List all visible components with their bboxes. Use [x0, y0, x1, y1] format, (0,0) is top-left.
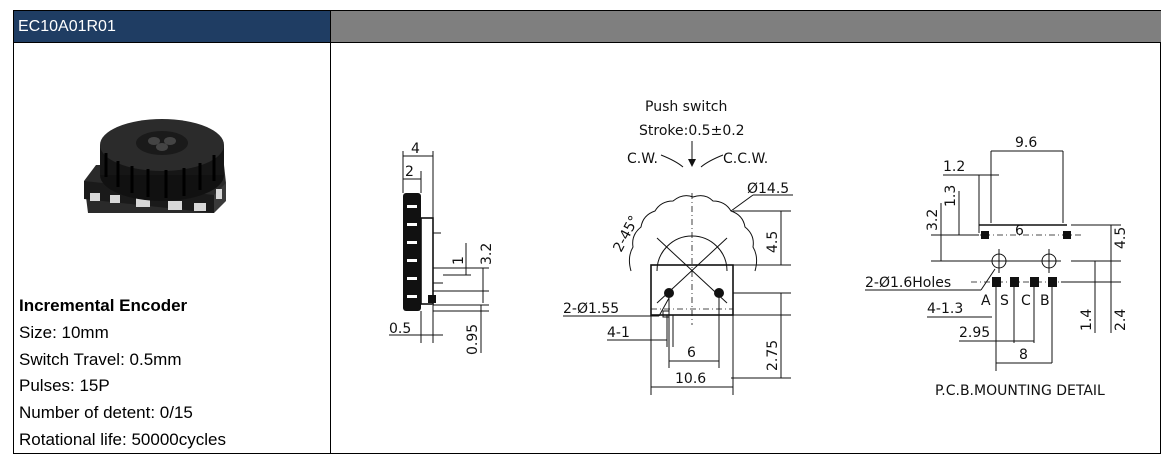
- pcb-dim-2-4: 2.4: [1113, 309, 1129, 331]
- front-view: Push switch Stroke:0.5±0.2 C.W. C.C.W.: [563, 99, 793, 395]
- pcb-dim-9-6: 9.6: [1015, 135, 1037, 151]
- front-dim-4-1: 4-1: [607, 325, 630, 341]
- technical-drawing: 4 2 1 3.2 0.5 0.95: [389, 99, 1129, 399]
- pcb-dim-4-5: 4.5: [1113, 227, 1129, 249]
- pcb-dim-6: 6: [1015, 223, 1024, 239]
- front-dim-6: 6: [687, 345, 696, 361]
- encoder-photo: [84, 119, 226, 213]
- knob-outline: [628, 195, 758, 272]
- pcb-dim-1-3: 1.3: [943, 185, 959, 207]
- spec-list: Incremental Encoder Size: 10mm Switch Tr…: [19, 293, 226, 454]
- side-dim-2: 2: [405, 164, 414, 180]
- pcb-dim-2-95: 2.95: [959, 325, 990, 341]
- pcb-caption: P.C.B.MOUNTING DETAIL: [935, 383, 1105, 399]
- side-dim-1: 1: [451, 256, 467, 265]
- model-header: EC10A01R01: [13, 10, 331, 43]
- pcb-dim-3-2: 3.2: [925, 209, 941, 231]
- product-info-cell: Incremental Encoder Size: 10mm Switch Tr…: [13, 43, 331, 454]
- front-holes: 2-Ø1.55: [563, 301, 619, 317]
- side-dim-4: 4: [411, 141, 420, 157]
- push-switch-label: Push switch: [645, 99, 727, 115]
- spec-pulses: Pulses: 15P: [19, 376, 110, 396]
- ccw-label: C.C.W.: [723, 151, 768, 167]
- pcb-pin-c: C: [1021, 293, 1031, 309]
- pcb-pin-s: S: [1000, 293, 1009, 309]
- spec-size: Size: 10mm: [19, 322, 109, 342]
- stroke-label: Stroke:0.5±0.2: [639, 123, 745, 139]
- pcb-dim-4-1-3: 4-1.3: [927, 301, 963, 317]
- pcb-pin-a: A: [981, 293, 991, 309]
- pcb-holes: 2-Ø1.6Holes: [865, 275, 951, 291]
- side-view: 4 2 1 3.2 0.5 0.95: [389, 141, 495, 355]
- side-dim-0-95: 0.95: [465, 324, 481, 355]
- pcb-dim-8: 8: [1019, 347, 1028, 363]
- side-dim-3-2: 3.2: [479, 243, 495, 265]
- spec-travel: Switch Travel: 0.5mm: [19, 349, 182, 369]
- drawing-cell: 4 2 1 3.2 0.5 0.95: [331, 43, 1161, 454]
- header-bar: [331, 10, 1161, 43]
- front-dim-2-75: 2.75: [765, 340, 781, 371]
- spec-detent: Number of detent: 0/15: [19, 403, 193, 423]
- pcb-dim-1-2: 1.2: [943, 159, 965, 175]
- front-dim-10-6: 10.6: [675, 371, 706, 387]
- front-dim-4-5: 4.5: [765, 231, 781, 253]
- product-type: Incremental Encoder: [19, 296, 188, 315]
- pcb-pin-b: B: [1040, 293, 1050, 309]
- front-dia: Ø14.5: [747, 181, 789, 197]
- spec-life: Rotational life: 50000cycles: [19, 429, 226, 449]
- front-angle: 2-45°: [610, 213, 642, 255]
- cw-label: C.W.: [627, 151, 658, 167]
- spec-sheet: EC10A01R01: [13, 10, 1161, 454]
- model-number: EC10A01R01: [18, 18, 116, 35]
- side-dim-0-5: 0.5: [389, 321, 411, 337]
- pcb-view: 9.6 1.2 6 3.2 1.3: [865, 135, 1129, 399]
- pcb-dim-1-4: 1.4: [1079, 309, 1095, 331]
